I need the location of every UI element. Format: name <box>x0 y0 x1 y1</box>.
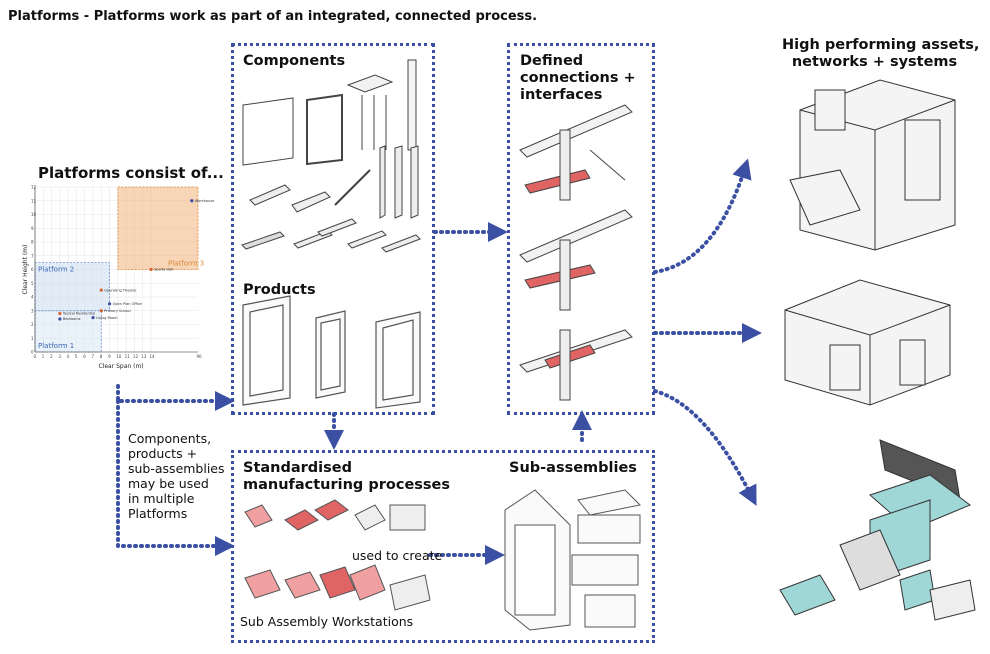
y-tick-label: 5 <box>31 281 34 286</box>
asset-building-3 <box>779 439 976 621</box>
x-tick-label: 4 <box>67 354 70 359</box>
x-tick-label: 12 <box>133 354 139 359</box>
x-tick-label: 0 <box>34 354 37 359</box>
platform-label: Platform 3 <box>168 260 204 268</box>
x-tick-label: 2 <box>50 354 53 359</box>
x-axis-label: Clear Span (m) <box>99 363 144 370</box>
connector-platforms-to-manufacturing <box>116 399 235 556</box>
y-tick-label: 0 <box>31 350 34 355</box>
page-title: Platforms - Platforms work as part of an… <box>8 9 538 24</box>
x-tick-label: 7 <box>92 354 95 359</box>
x-tick-label: 8 <box>100 354 103 359</box>
data-point <box>99 288 103 292</box>
x-tick-label: 10 <box>116 354 122 359</box>
x-tick-label: 13 <box>141 354 147 359</box>
used-to-create-label: used to create <box>352 548 443 563</box>
components-products-box <box>231 43 435 415</box>
subassembly-units <box>504 489 642 631</box>
data-point-label: Primary School <box>104 309 130 313</box>
rail-component <box>249 184 291 206</box>
asset-building-2 <box>784 279 951 406</box>
platform-label: Platform 2 <box>38 266 74 274</box>
y-tick-label: 12 <box>31 185 37 190</box>
baseplate-component <box>346 74 394 93</box>
data-point <box>149 267 153 272</box>
x-tick-label: 14 <box>150 354 156 359</box>
beam-component <box>241 231 285 250</box>
data-point <box>99 309 103 313</box>
y-tick-label: 11 <box>31 198 37 203</box>
y-tick-label: 8 <box>31 240 34 245</box>
connector-to-asset-1 <box>653 158 752 274</box>
y-tick-label: 7 <box>31 253 34 258</box>
x-tick-label: 11 <box>125 354 131 359</box>
window-products <box>242 295 421 409</box>
y-tick-label: 1 <box>31 336 34 341</box>
workstations-label: Sub Assembly Workstations <box>240 614 414 629</box>
asset-building-1 <box>789 79 956 251</box>
x-tick-label: 6 <box>83 354 86 359</box>
platform-region <box>117 186 199 270</box>
data-point-label: Open Plan Office <box>113 302 142 306</box>
connector-to-asset-3 <box>653 389 757 506</box>
data-point-label: Warehouse <box>195 199 214 203</box>
x-tick-label: 5 <box>75 354 78 359</box>
platforms-heading: Platforms consist of... <box>38 164 224 182</box>
panel-component <box>242 97 294 166</box>
framed-panel-component <box>306 93 343 166</box>
data-point <box>190 199 194 203</box>
side-note: Components, products + sub-assemblies ma… <box>128 431 225 521</box>
manufacturing-box <box>231 450 655 643</box>
data-point-label: Bedrooms <box>63 317 81 321</box>
data-point-label: Operating Theatre <box>104 288 136 292</box>
x-tick-label: 9 <box>108 354 111 359</box>
data-point <box>58 317 62 321</box>
platform-label: Platform 1 <box>38 342 74 350</box>
data-point-label: Living Room <box>96 316 118 320</box>
y-tick-label: 6 <box>31 267 34 272</box>
connections-heading: Defined connections + interfaces <box>520 53 636 103</box>
subassemblies-heading: Sub-assemblies <box>509 460 637 476</box>
x-tick-label: 1 <box>42 354 45 359</box>
components-heading: Components <box>243 53 346 69</box>
data-point <box>91 316 95 320</box>
connections-box <box>507 43 655 415</box>
y-tick-label: 3 <box>31 308 34 313</box>
x-tick-label: 3 <box>58 354 61 359</box>
assets-heading: High performing assets, networks + syste… <box>782 37 980 70</box>
x-tick-label: 90 <box>197 354 203 359</box>
data-point <box>107 302 112 306</box>
products-heading: Products <box>243 282 316 298</box>
standardised-heading: Standardised manufacturing processes <box>243 460 451 493</box>
y-tick-label: 4 <box>31 295 34 300</box>
data-point-label: Sports Hall <box>154 268 173 272</box>
y-tick-label: 10 <box>31 212 37 217</box>
platform-region <box>34 310 102 353</box>
y-tick-label: 2 <box>31 322 34 327</box>
data-point <box>58 311 62 316</box>
data-point-label: Typical Residential <box>62 312 95 316</box>
y-axis-label: Clear Height (m) <box>22 245 29 295</box>
y-tick-label: 9 <box>31 226 34 231</box>
